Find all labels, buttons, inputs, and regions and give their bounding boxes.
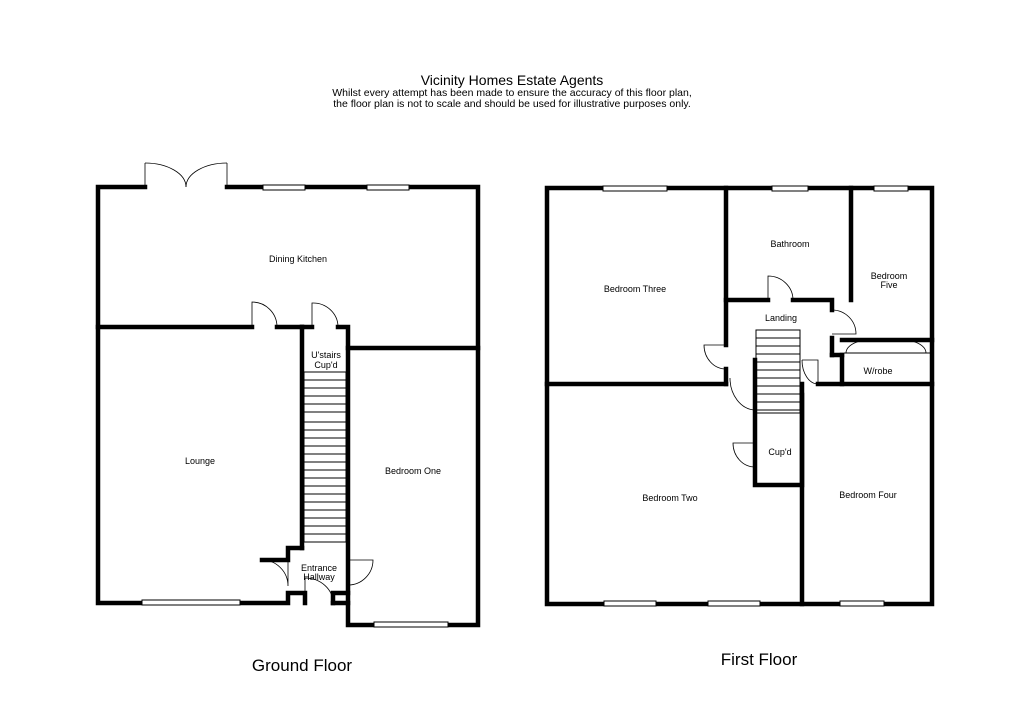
door-swing (347, 559, 374, 586)
room-bedroom-five-line-2: Five (880, 280, 897, 290)
room-bathroom: Bathroom (770, 239, 809, 249)
door-swing (732, 442, 756, 468)
french-doors (144, 162, 228, 188)
window (603, 600, 657, 607)
window (771, 185, 809, 192)
room-bedroom-four: Bedroom Four (839, 490, 897, 500)
window (141, 599, 241, 606)
staircase (755, 329, 801, 414)
door-swing (767, 275, 794, 301)
window (262, 184, 306, 191)
room-lounge: Lounge (185, 456, 215, 466)
room-bedroom-three: Bedroom Three (604, 284, 666, 294)
first-floor-label: First Floor (721, 650, 798, 669)
room-cupboard: Cup'd (768, 447, 791, 457)
window (373, 621, 449, 628)
room-entrance-line-1: Entrance (301, 563, 337, 573)
window (602, 185, 668, 192)
ground-floor-label: Ground Floor (252, 656, 352, 675)
room-ustairs-line-1: U'stairs (311, 350, 341, 360)
door-swing (311, 302, 339, 328)
room-landing: Landing (765, 313, 797, 323)
window (366, 184, 410, 191)
wardrobe-doors (844, 338, 930, 354)
ground-floor-plan: Dining Kitchen Lounge U'stairs Cup'd Ent… (95, 162, 481, 675)
staircase (303, 371, 347, 543)
room-entrance-line-2: Hallway (303, 572, 335, 582)
door-swing (304, 577, 334, 604)
door-swing (251, 301, 278, 328)
door-swing (801, 359, 819, 385)
window (839, 600, 885, 607)
room-bedroom-five-line-1: Bedroom (871, 271, 908, 281)
agent-name: Vicinity Homes Estate Agents (420, 72, 604, 88)
room-bedroom-two: Bedroom Two (642, 493, 697, 503)
door-swing (831, 309, 857, 335)
disclaimer-line-1: Whilst every attempt has been made to en… (332, 87, 692, 99)
room-dining-kitchen: Dining Kitchen (269, 254, 327, 264)
window (873, 185, 909, 192)
room-bedroom-one: Bedroom One (385, 466, 441, 476)
room-ustairs-line-2: Cup'd (314, 360, 337, 370)
disclaimer-line-2: the floor plan is not to scale and shoul… (333, 98, 691, 110)
room-wrobe: W/robe (863, 366, 892, 376)
first-floor-plan: Bedroom Three Bathroom Bedroom Five Land… (544, 185, 935, 669)
door-swing (703, 344, 727, 370)
window (707, 600, 761, 607)
door-swing (261, 559, 289, 587)
plan-header: Vicinity Homes Estate Agents Whilst ever… (0, 72, 1024, 110)
door-swing (729, 377, 756, 411)
